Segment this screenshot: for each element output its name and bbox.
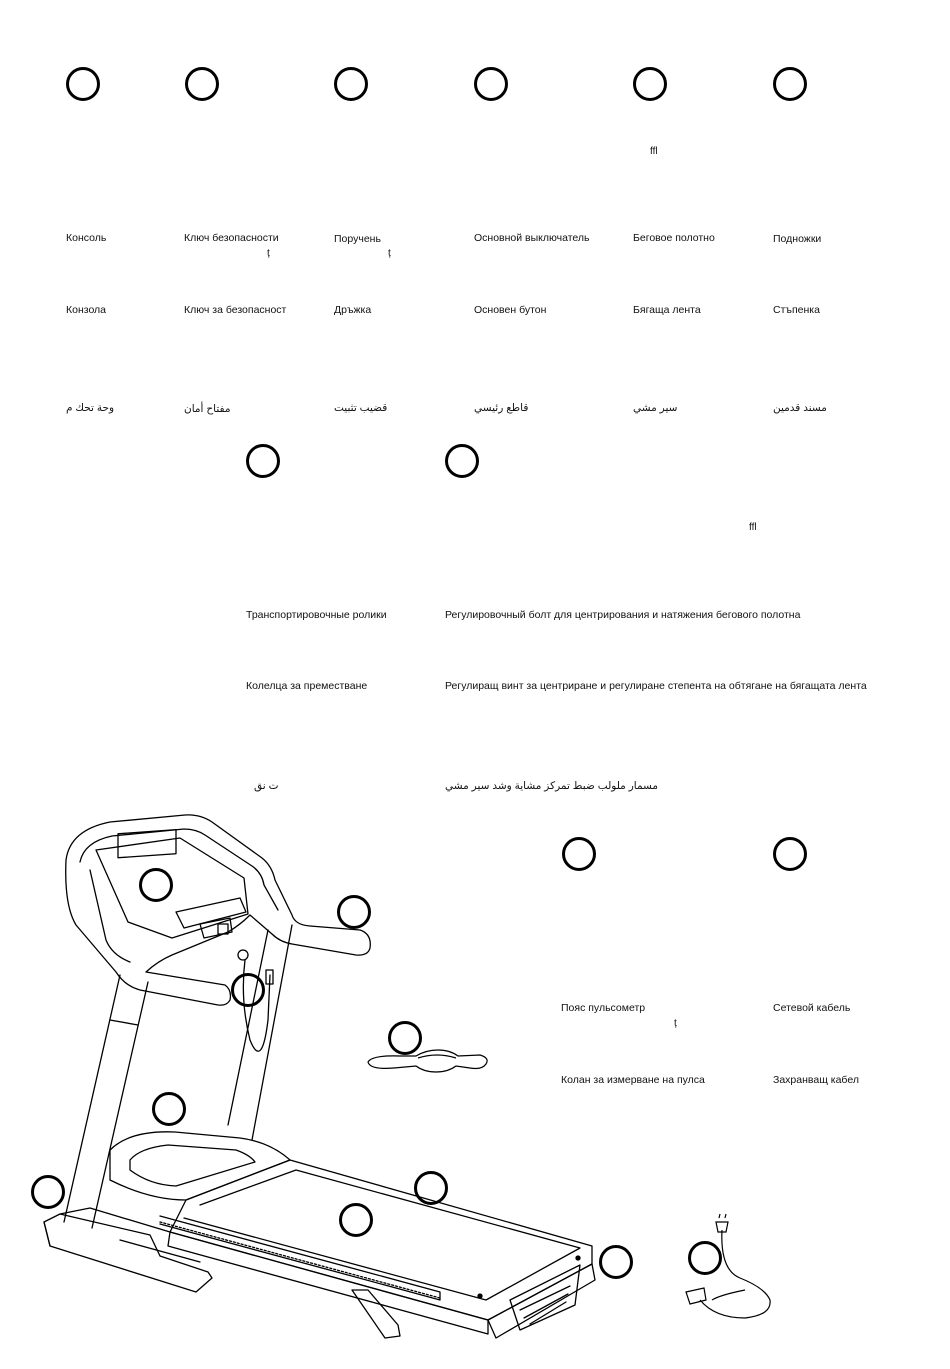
part-label-ru: Транспортировочные ролики xyxy=(246,609,387,621)
motor-hood xyxy=(109,1131,291,1201)
upright-right xyxy=(227,924,293,1141)
callout-circle-console xyxy=(139,868,173,902)
part-label-bg: Колан за измерване на пулса xyxy=(561,1074,705,1086)
part-label-bg: Ключ за безопасност xyxy=(184,304,287,316)
part-label-ru: Консоль xyxy=(66,232,107,244)
part-label-ru: Поручень xyxy=(334,233,381,245)
part-label-ar: مسمار ملولب ضبط تمركز مشاية وشد سير مشي xyxy=(445,780,659,792)
console-display xyxy=(117,829,177,859)
part-label-bg: Бягаща лента xyxy=(633,304,701,316)
callout-circle-5 xyxy=(633,67,667,101)
part-label-bg: Захранващ кабел xyxy=(773,1074,859,1086)
base-frame xyxy=(43,1213,213,1293)
part-label-ru: Сетевой кабель xyxy=(773,1002,851,1014)
part-label-ar: قضيب تثبيت xyxy=(334,402,388,414)
dot-mark: ț xyxy=(388,248,391,259)
callout-circle-9 xyxy=(562,837,596,871)
part-label-ar: مفتاح أمان xyxy=(184,403,231,415)
part-label-bg: Колелца за преместване xyxy=(246,680,368,692)
callout-circle-7 xyxy=(246,444,280,478)
part-label-ar: وحة تحك م xyxy=(66,402,115,414)
dot-mark: ț xyxy=(674,1018,677,1029)
power-cable xyxy=(685,1213,771,1319)
part-label-ru: Подножки xyxy=(773,233,822,245)
callout-circle-4 xyxy=(474,67,508,101)
part-label-ru: Основной выключатель xyxy=(474,232,590,244)
part-label-ru: Пояс пульсометр xyxy=(561,1002,646,1014)
callout-circle-power-cable xyxy=(688,1241,722,1275)
callout-circle-footrest xyxy=(414,1171,448,1205)
part-label-bg: Регулиращ винт за центриране и регулиран… xyxy=(445,680,867,692)
console-frame xyxy=(65,814,371,1006)
callout-circle-handrail xyxy=(337,895,371,929)
callout-circle-3 xyxy=(334,67,368,101)
callout-circle-main-switch xyxy=(152,1092,186,1126)
part-label-ru: Ключ безопасности xyxy=(184,232,279,244)
ligature-mark: ffl xyxy=(650,146,658,157)
callout-circle-safety-key xyxy=(231,973,265,1007)
rear-foot xyxy=(351,1289,401,1339)
callout-circle-running-belt xyxy=(339,1203,373,1237)
heart-rate-belt xyxy=(367,1049,488,1073)
callout-circle-transport-wheels xyxy=(31,1175,65,1209)
part-label-ar: سير مشي xyxy=(633,402,678,414)
callout-circle-2 xyxy=(185,67,219,101)
dot-mark: ț xyxy=(267,248,270,259)
part-label-bg: Дръжка xyxy=(334,304,372,316)
part-label-ar: ت نق xyxy=(254,780,279,792)
deck-side-rail xyxy=(167,1231,489,1335)
part-label-ru: Беговое полотно xyxy=(633,232,715,244)
part-label-ar: مسند قدمين xyxy=(773,402,827,414)
callout-circle-heart-rate-belt xyxy=(388,1021,422,1055)
console-body xyxy=(95,837,249,939)
part-label-ar: قاطع رئيسي xyxy=(474,402,529,414)
part-label-bg: Основен бутон xyxy=(474,304,547,316)
callout-circle-6 xyxy=(773,67,807,101)
callout-circle-8 xyxy=(445,444,479,478)
part-label-bg: Конзола xyxy=(66,304,107,316)
ligature-mark: ffl xyxy=(749,522,757,533)
upright-left xyxy=(63,974,149,1229)
part-label-bg: Стъпенка xyxy=(773,304,820,316)
callout-circle-adjustment-bolt xyxy=(599,1245,633,1279)
callout-circle-10 xyxy=(773,837,807,871)
running-deck xyxy=(169,1159,593,1321)
part-label-ru: Регулировочный болт для центрирования и … xyxy=(445,609,801,621)
callout-circle-1 xyxy=(66,67,100,101)
